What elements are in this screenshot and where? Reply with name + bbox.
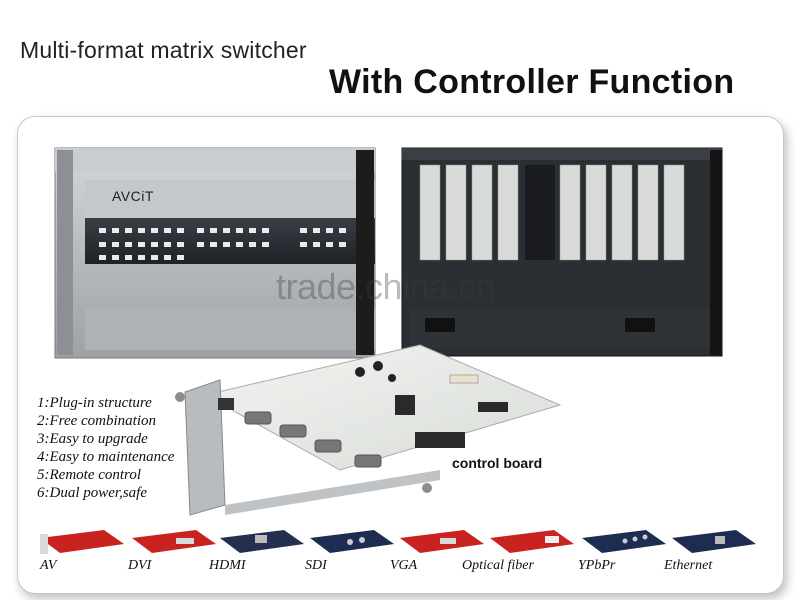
feature-item: 6:Dual power,safe xyxy=(37,485,147,501)
front-panel-buttons xyxy=(99,228,346,260)
card-label-dvi: DVI xyxy=(128,558,152,573)
card-label-hdmi: HDMI xyxy=(209,558,246,573)
card-label-sdi: SDI xyxy=(305,558,327,573)
headline: With Controller Function xyxy=(329,63,735,101)
control-board-label: control board xyxy=(452,455,543,471)
card-ypbpr xyxy=(582,530,666,553)
subtitle: Multi-format matrix switcher xyxy=(20,37,307,63)
front-chassis xyxy=(54,147,376,359)
card-label-ethernet: Ethernet xyxy=(664,558,713,573)
feature-list: 1:Plug-in structure 2:Free combination 3… xyxy=(37,394,174,502)
feature-item: 2:Free combination xyxy=(37,413,156,429)
feature-item: 3:Easy to upgrade xyxy=(37,431,148,447)
card-label-optical-fiber: Optical fiber xyxy=(462,558,534,573)
card-sdi xyxy=(310,530,394,553)
card-av xyxy=(40,530,124,554)
feature-item: 5:Remote control xyxy=(37,467,141,483)
card-ethernet xyxy=(672,530,756,553)
card-label-av: AV xyxy=(40,558,57,573)
rear-chassis xyxy=(401,147,723,357)
expansion-cards xyxy=(40,530,756,554)
card-vga xyxy=(400,530,484,553)
card-label-vga: VGA xyxy=(390,558,418,573)
feature-item: 4:Easy to maintenance xyxy=(37,449,175,465)
control-board xyxy=(175,344,562,516)
card-hdmi xyxy=(220,530,304,553)
brand-logo: AVCiT xyxy=(112,188,154,204)
card-dvi xyxy=(132,530,216,553)
card-label-ypbpr: YPbPr xyxy=(578,558,616,573)
card-optical-fiber xyxy=(490,530,574,553)
feature-item: 1:Plug-in structure xyxy=(37,395,152,411)
watermark: trade.china.cn xyxy=(276,266,496,307)
